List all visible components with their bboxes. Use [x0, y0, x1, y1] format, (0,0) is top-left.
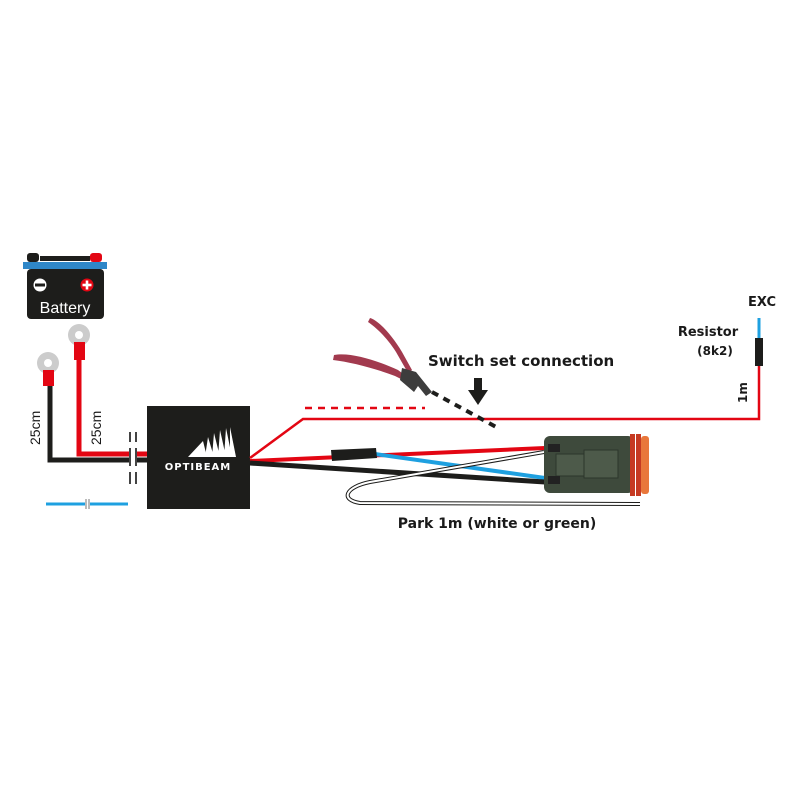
main-black-wire — [249, 460, 546, 485]
heat-shrink-sleeve — [331, 448, 377, 461]
arrow-down-icon — [468, 378, 488, 405]
resistor-value: (8k2) — [697, 344, 733, 358]
exc-red-wire — [249, 366, 761, 460]
beam-fan-icon — [188, 427, 236, 457]
main-red-wire — [249, 446, 546, 463]
park-label: Park 1m (white or green) — [398, 516, 596, 532]
resistor — [755, 338, 763, 366]
switch-set-label: Switch set connection — [428, 352, 614, 370]
cutting-pliers-icon — [333, 318, 432, 396]
cut-line — [431, 390, 499, 430]
negative-ring-terminal — [37, 352, 59, 386]
exc-label: EXC — [748, 295, 776, 310]
battery-icon: Battery — [23, 253, 107, 319]
positive-wire-length: 25cm — [88, 411, 104, 445]
positive-battery-wire — [76, 360, 148, 457]
battery-label: Battery — [40, 300, 91, 317]
deutsch-connector — [544, 434, 649, 496]
negative-wire-length: 25cm — [27, 411, 43, 445]
blue-wire-legend — [46, 499, 128, 509]
exc-wire-length: 1m — [736, 382, 750, 403]
negative-battery-wire — [47, 386, 148, 463]
wire-break-marks — [129, 432, 137, 484]
resistor-label: Resistor — [678, 325, 739, 340]
brand-label: OPTIBEAM — [165, 462, 232, 473]
positive-ring-terminal — [68, 324, 90, 360]
optibeam-controller: OPTIBEAM — [147, 406, 250, 509]
